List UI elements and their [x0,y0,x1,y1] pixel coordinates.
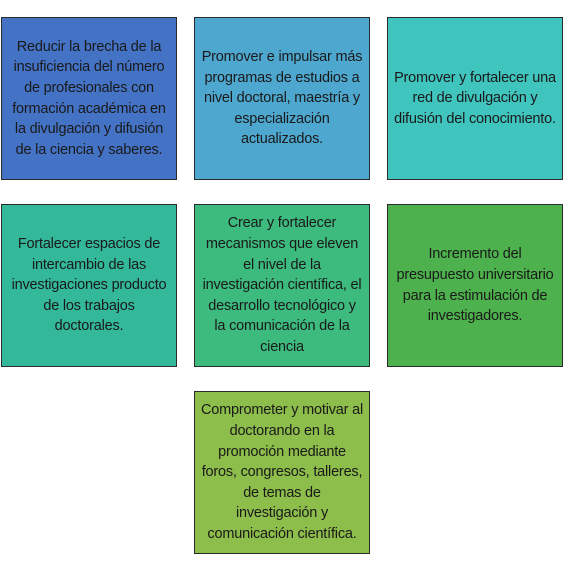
goal-box-dissemination-network: Promover y fortalecer una red de divulga… [387,17,563,180]
goal-box-motivate-doctoral: Comprometer y motivar al doctorando en l… [194,391,370,554]
goal-box-text: Reducir la brecha de la insuficiencia de… [12,38,166,158]
goal-box-text: Incremento del presupuesto universitario… [396,246,554,325]
goal-box-promote-programs: Promover e impulsar más programas de est… [194,17,370,180]
goal-box-text: Promover y fortalecer una red de divulga… [394,69,556,127]
goal-box-text: Crear y fortalecer mecanismos que eleven… [202,215,362,355]
goal-box-text: Promover e impulsar más programas de est… [201,49,363,148]
goal-box-exchange-spaces: Fortalecer espacios de intercambio de la… [1,204,177,367]
goal-box-text: Comprometer y motivar al doctorando en l… [201,402,363,542]
goal-box-budget: Incremento del presupuesto universitario… [387,204,563,367]
goal-box-research-mechanisms: Crear y fortalecer mecanismos que eleven… [194,204,370,367]
goal-box-reduce-gap: Reducir la brecha de la insuficiencia de… [1,17,177,180]
goal-box-text: Fortalecer espacios de intercambio de la… [11,236,167,335]
